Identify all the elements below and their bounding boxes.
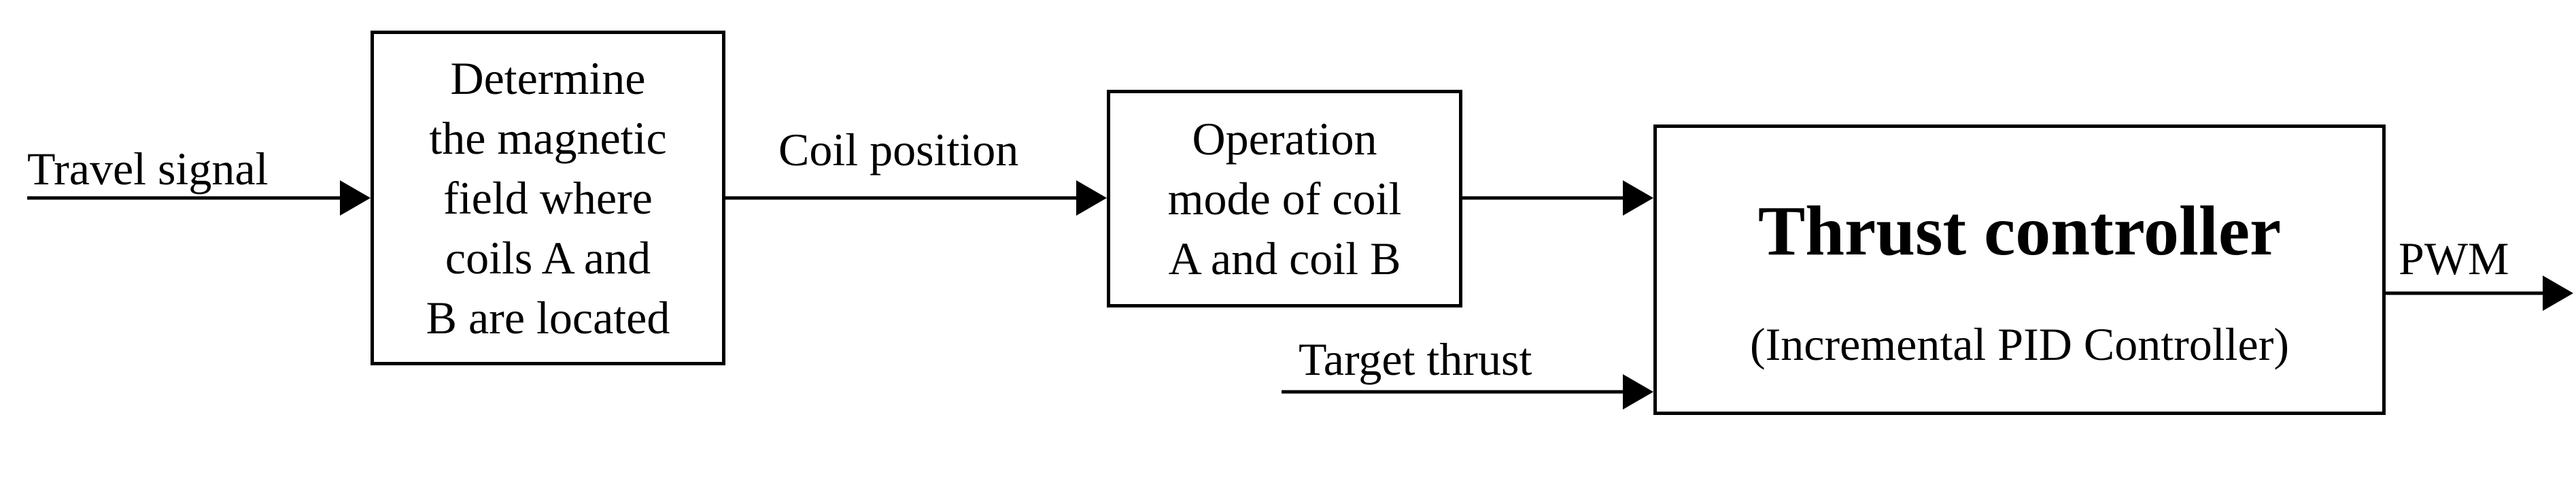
thrust-controller-block: Thrust controller (Incremental PID Contr… xyxy=(1653,124,2386,415)
operation-mode-block: Operation mode of coil A and coil B xyxy=(1107,90,1462,307)
target-thrust-label: Target thrust xyxy=(1299,333,1532,385)
arrowhead-target-thrust xyxy=(1623,374,1653,410)
arrowhead-travel-signal xyxy=(340,180,371,216)
operation-mode-line: mode of coil xyxy=(1167,173,1402,224)
thrust-controller-title: Thrust controller xyxy=(1757,192,2282,270)
determine-field-line: the magnetic xyxy=(429,112,667,164)
determine-field-block: Determine the magnetic field where coils… xyxy=(371,31,725,365)
operation-mode-line: A and coil B xyxy=(1168,233,1401,284)
pwm-label: PWM xyxy=(2399,233,2509,284)
travel-signal-label: Travel signal xyxy=(27,143,269,195)
determine-field-line: Determine xyxy=(450,52,646,104)
determine-field-line: field where xyxy=(443,172,653,224)
determine-field-line: coils A and xyxy=(445,232,651,284)
operation-mode-line: Operation xyxy=(1192,113,1377,165)
arrowhead-coil-position xyxy=(1076,180,1107,216)
thrust-controller-subtitle: (Incremental PID Controller) xyxy=(1749,318,2290,370)
arrowhead-pwm-output xyxy=(2543,276,2573,311)
determine-field-line: B are located xyxy=(426,292,670,344)
coil-position-label: Coil position xyxy=(778,124,1019,176)
arrowhead-operation-to-thrust xyxy=(1623,180,1653,216)
